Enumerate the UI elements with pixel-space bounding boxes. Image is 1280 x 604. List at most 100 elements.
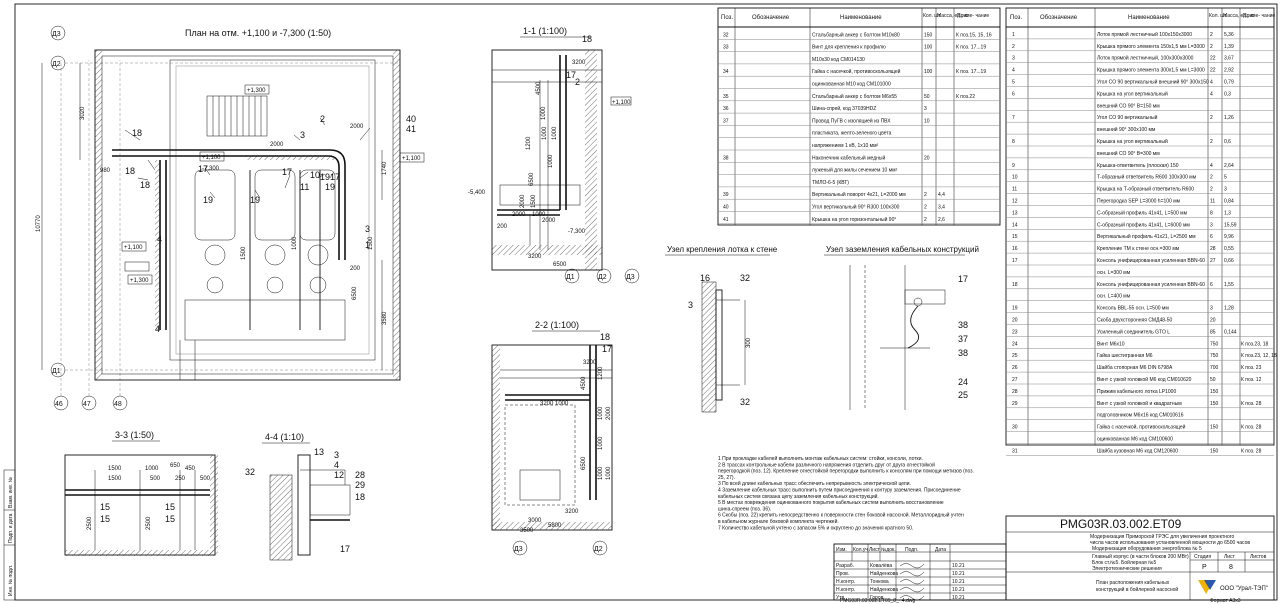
stamp-role: Утв. — [836, 595, 846, 601]
right-cell-mass: 0,6 — [1224, 139, 1231, 145]
right-h-pos: Поз. — [1010, 15, 1022, 21]
right-cell-name: Шайба кузовная М6 код СМ120600 — [1097, 447, 1178, 454]
right-cell-name: Перегородка SEP L=3000 h=100 мм — [1097, 199, 1181, 205]
sec22-dim-1200: 1200 — [598, 366, 604, 380]
sec11-elev-5400: -5,400 — [468, 190, 486, 196]
right-cell-mass: 0,3 — [1224, 91, 1231, 97]
stamp-role: Н.контр. — [836, 579, 855, 585]
node1-dim-300: 300 — [746, 337, 752, 348]
right-cell-qty: 4 — [1210, 91, 1213, 97]
mid-cell-qty: 150 — [924, 32, 933, 38]
right-cell-qty: 8 — [1210, 210, 1213, 216]
right-cell-pos: 8 — [1012, 139, 1015, 145]
mid-cell-mass: 4,4 — [938, 192, 945, 198]
mid-cell-qty: 10 — [924, 118, 930, 124]
mid-h-designation: Обозначение — [752, 15, 790, 21]
sec33-title: 3-3 (1:50) — [115, 430, 154, 440]
sec11-dim-1000d: 1000 — [542, 126, 548, 140]
right-cell-note: К поз. 28 — [1241, 448, 1262, 454]
stamp-date: 10.21 — [952, 595, 965, 601]
right-cell-mass: 1,55 — [1224, 282, 1234, 288]
sheet-frame — [14, 3, 1278, 601]
sec33-dim-250: 250 — [175, 476, 186, 482]
node1-title: Узел крепления лотка к стене — [667, 245, 778, 254]
right-cell-qty: 4 — [1210, 163, 1213, 169]
sec22-dim-1000a: 1000 — [598, 406, 604, 420]
right-cell-qty: 22 — [1210, 68, 1216, 74]
note-line: 3 По всей длине кабельных трасс обеспечи… — [718, 480, 911, 487]
stamp-col-sign: Подп. — [905, 547, 918, 553]
mid-cell-pos: 37 — [723, 118, 729, 124]
plan-callout-4b: 4 — [155, 324, 160, 334]
mid-cell-note: К поз. 17...19 — [956, 69, 986, 75]
note-line: 6 Скобы (поз. 22) крепить непосредственн… — [718, 512, 964, 519]
mid-cell-name: Винт для крепления к профилю — [812, 45, 886, 51]
right-h-designation: Обозначение — [1040, 15, 1078, 21]
right-cell-qty: 85 — [1210, 329, 1216, 335]
plan-elev-c: +1,100 — [124, 245, 143, 251]
sec22-dim-1000c: 1000 — [598, 466, 604, 480]
mid-cell-name: Шина-спрей, код 37039HDZ — [812, 105, 876, 112]
right-cell-note: К поз. 28 — [1241, 401, 1262, 407]
right-cell-name: оцинкованная М6 код СМ100600 — [1097, 437, 1173, 443]
stamp-code: РМG03R.03.002.ET09 — [1060, 517, 1182, 531]
sec33-dim-650: 650 — [170, 463, 181, 469]
sec33-dim-1000: 1000 — [145, 466, 159, 472]
general-notes: 1 При прокладке кабелей выполнить монтаж… — [718, 455, 974, 531]
plan-callout-4a: 4 — [157, 234, 162, 244]
sec11-dim-6500: 6500 — [529, 172, 535, 186]
right-cell-pos: 5 — [1012, 80, 1015, 86]
sec33-dim-2500a: 2500 — [87, 516, 93, 530]
axis-d2: Д2 — [52, 61, 61, 68]
right-cell-name: Крышка на угол вертикальный — [1097, 138, 1168, 145]
right-cell-name: Угол CO 90 вертикальный — [1097, 114, 1158, 121]
sec33-dim-450: 450 — [185, 466, 196, 472]
right-cell-name: Лоток прямой лестничный, 100х300х3000 — [1097, 55, 1194, 62]
plan-elev-d: -7,300 — [202, 166, 220, 172]
sec33-dim-1500a: 1500 — [108, 466, 122, 472]
plan-callout-3a: 3 — [300, 130, 305, 140]
right-cell-mass: 0,55 — [1224, 246, 1234, 252]
sec44-callout-3: 3 — [334, 450, 339, 460]
mid-cell-pos: 41 — [723, 217, 729, 223]
mid-cell-name: луженый для жилы сечением 10 мм² — [812, 167, 898, 174]
right-cell-pos: 25 — [1012, 353, 1018, 359]
right-cell-pos: 17 — [1012, 258, 1018, 264]
plan-elev-b: +1,100 — [202, 155, 221, 161]
plan-callout-10: 10 — [310, 170, 320, 180]
node-tray-wall: Узел крепления лотка к стене 16 32 3 32 … — [665, 245, 778, 413]
plan-title: План на отм. +1,100 и -7,300 (1:50) — [185, 28, 331, 38]
right-cell-pos: 1 — [1012, 32, 1015, 38]
mid-cell-pos: 40 — [723, 205, 729, 211]
right-cell-mass: 5 — [1224, 175, 1227, 181]
sec22-dim-1000d: 1000 — [606, 466, 612, 480]
plan-dim-3580: 3580 — [382, 311, 388, 325]
right-cell-qty: 150 — [1210, 448, 1219, 454]
right-h-mass: Масса, ед., кг — [1223, 13, 1255, 19]
right-cell-qty: 150 — [1210, 425, 1219, 431]
stamp-person: Тонкова — [870, 579, 889, 585]
axis-d1: Д1 — [52, 368, 61, 375]
right-cell-qty: 6 — [1210, 234, 1213, 240]
node-grounding: Узел заземления кабельных конструкций 17… — [824, 245, 979, 410]
sec44-callout-28: 28 — [355, 470, 365, 480]
note-line: 7 Количество кабельной учтено с запасом … — [718, 524, 913, 531]
stamp-stage-label: Стадия — [1194, 554, 1211, 560]
right-cell-qty: 27 — [1210, 258, 1216, 264]
sec11-dim-2000b: 2000 — [542, 218, 556, 224]
sec22-dim-6500: 6500 — [581, 456, 587, 470]
right-cell-name: С-образный профиль 41х41, L=6000 мм — [1097, 221, 1190, 228]
right-cell-qty: 2 — [1210, 139, 1213, 145]
right-cell-note: К поз. 28 — [1241, 425, 1262, 431]
sec22-dim-3200b: 3200 — [540, 401, 554, 407]
right-cell-pos: 6 — [1012, 91, 1015, 97]
right-cell-qty: 4 — [1210, 80, 1213, 86]
mid-cell-qty: 2 — [924, 217, 927, 223]
plan-callout-11: 11 — [300, 182, 309, 192]
mid-cell-name: Наконечник кабельный медный — [812, 154, 885, 161]
signature-mark — [899, 587, 925, 593]
stamp-sheet-title1: План расположения кабельных — [1096, 580, 1170, 586]
binding-strip: Взам. инв. № Подп. и дата Инв. № подл. — [3, 469, 16, 601]
right-cell-qty: 11 — [1210, 199, 1215, 205]
